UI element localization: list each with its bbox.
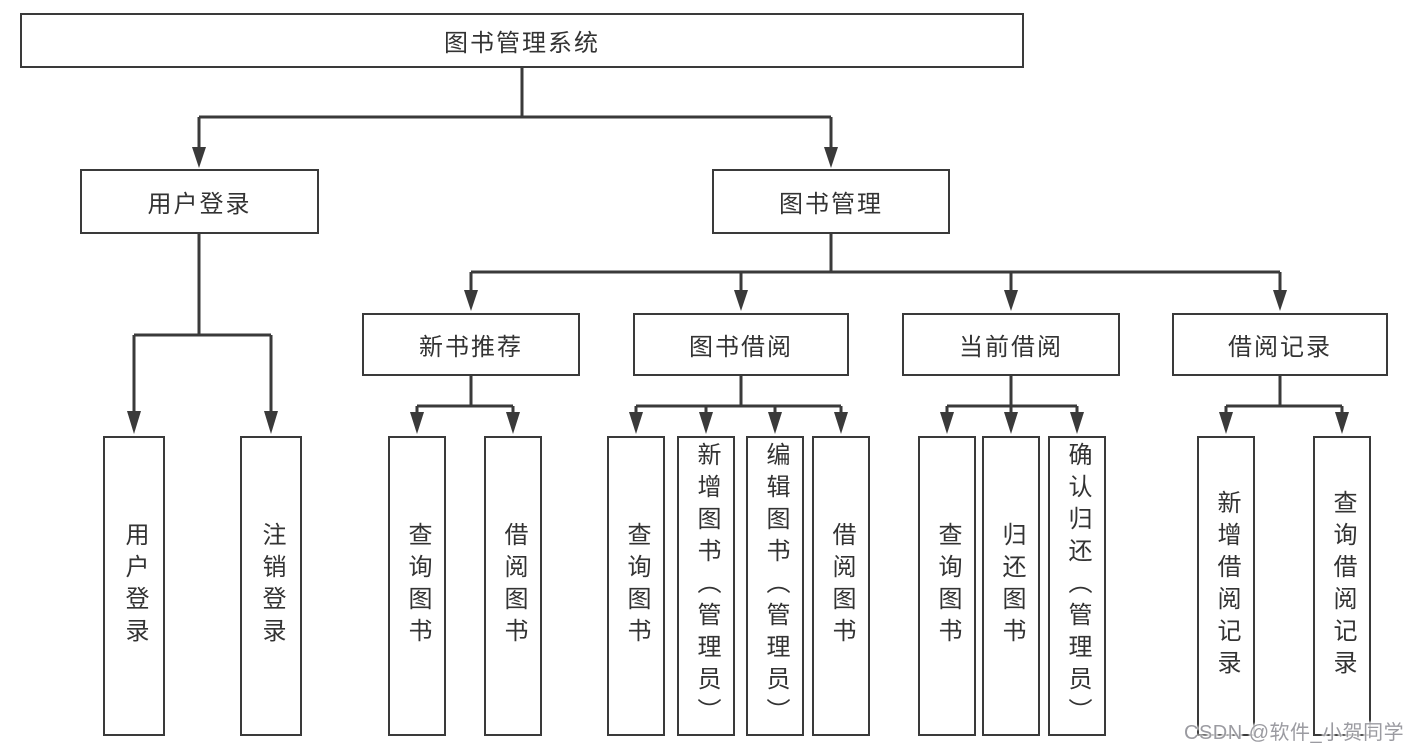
- leaf-bb-borrow-books: 借阅图书: [812, 436, 870, 736]
- node-new-book-recommend: 新书推荐: [362, 313, 580, 376]
- leaf-br-query-record: 查询借阅记录: [1313, 436, 1371, 736]
- leaf-label: 注销登录: [258, 522, 285, 650]
- leaf-label: 编辑图书（管理员）: [762, 442, 789, 730]
- leaf-logout: 注销登录: [240, 436, 302, 736]
- arrowhead: [1004, 290, 1018, 311]
- arrowhead: [940, 412, 954, 434]
- arrowhead: [192, 147, 206, 168]
- arrowhead: [824, 147, 838, 168]
- arrowhead: [1335, 412, 1349, 434]
- leaf-bb-edit-books-admin: 编辑图书（管理员）: [746, 436, 804, 736]
- connector-bookborrow-to-leaves: [634, 376, 843, 414]
- leaf-cb-confirm-return-admin: 确认归还（管理员）: [1048, 436, 1106, 736]
- arrowhead: [127, 411, 141, 434]
- arrowhead: [768, 412, 782, 434]
- node-label: 新书推荐: [419, 334, 523, 361]
- arrowhead: [1004, 412, 1018, 434]
- connector-userlogin-to-leaves: [132, 234, 273, 412]
- leaf-user-login: 用户登录: [103, 436, 165, 736]
- node-book-management: 图书管理: [712, 169, 950, 234]
- leaf-label: 新增图书（管理员）: [693, 442, 720, 730]
- connector-newbooks-to-leaves: [415, 376, 515, 414]
- node-label: 图书借阅: [689, 334, 793, 361]
- connector-records-to-leaves: [1224, 376, 1344, 414]
- leaf-bb-query-books: 查询图书: [607, 436, 665, 736]
- leaf-bb-add-books-admin: 新增图书（管理员）: [677, 436, 735, 736]
- node-label: 图书管理系统: [444, 30, 600, 57]
- connector-currentborrow-to-leaves: [945, 376, 1079, 414]
- arrowhead: [1273, 290, 1287, 311]
- leaf-br-add-record: 新增借阅记录: [1197, 436, 1255, 736]
- leaf-label: 借阅图书: [828, 522, 855, 650]
- arrowhead: [410, 412, 424, 434]
- arrowhead: [699, 412, 713, 434]
- node-library-management-system: 图书管理系统: [20, 13, 1024, 68]
- watermark: CSDN @软件_小贺同学: [1184, 722, 1405, 744]
- leaf-label: 归还图书: [998, 522, 1025, 650]
- leaf-label: 查询借阅记录: [1329, 490, 1356, 682]
- leaf-nb-query-books: 查询图书: [388, 436, 446, 736]
- arrowhead: [629, 412, 643, 434]
- leaf-label: 查询图书: [404, 522, 431, 650]
- connector-root-to-level2: [197, 68, 833, 150]
- leaf-cb-return-books: 归还图书: [982, 436, 1040, 736]
- connector-bookmgmt-to-level3: [469, 234, 1282, 293]
- arrowhead: [464, 290, 478, 311]
- arrowhead: [1219, 412, 1233, 434]
- node-current-borrowing: 当前借阅: [902, 313, 1120, 376]
- leaf-label: 用户登录: [121, 522, 148, 650]
- arrowhead: [834, 412, 848, 434]
- arrowhead: [734, 290, 748, 311]
- leaf-label: 新增借阅记录: [1213, 490, 1240, 682]
- node-label: 借阅记录: [1228, 334, 1332, 361]
- node-book-borrowing: 图书借阅: [633, 313, 849, 376]
- leaf-cb-query-books: 查询图书: [918, 436, 976, 736]
- node-label: 用户登录: [147, 191, 252, 218]
- arrowhead: [506, 412, 520, 434]
- node-label: 图书管理: [779, 191, 883, 218]
- leaf-label: 查询图书: [934, 522, 961, 650]
- leaf-nb-borrow-books: 借阅图书: [484, 436, 542, 736]
- arrowhead: [264, 411, 278, 434]
- arrowhead: [1070, 412, 1084, 434]
- leaf-label: 确认归还（管理员）: [1064, 442, 1091, 730]
- leaf-label: 借阅图书: [500, 522, 527, 650]
- node-borrow-records: 借阅记录: [1172, 313, 1388, 376]
- leaf-label: 查询图书: [623, 522, 650, 650]
- node-label: 当前借阅: [959, 334, 1063, 361]
- node-user-login: 用户登录: [80, 169, 319, 234]
